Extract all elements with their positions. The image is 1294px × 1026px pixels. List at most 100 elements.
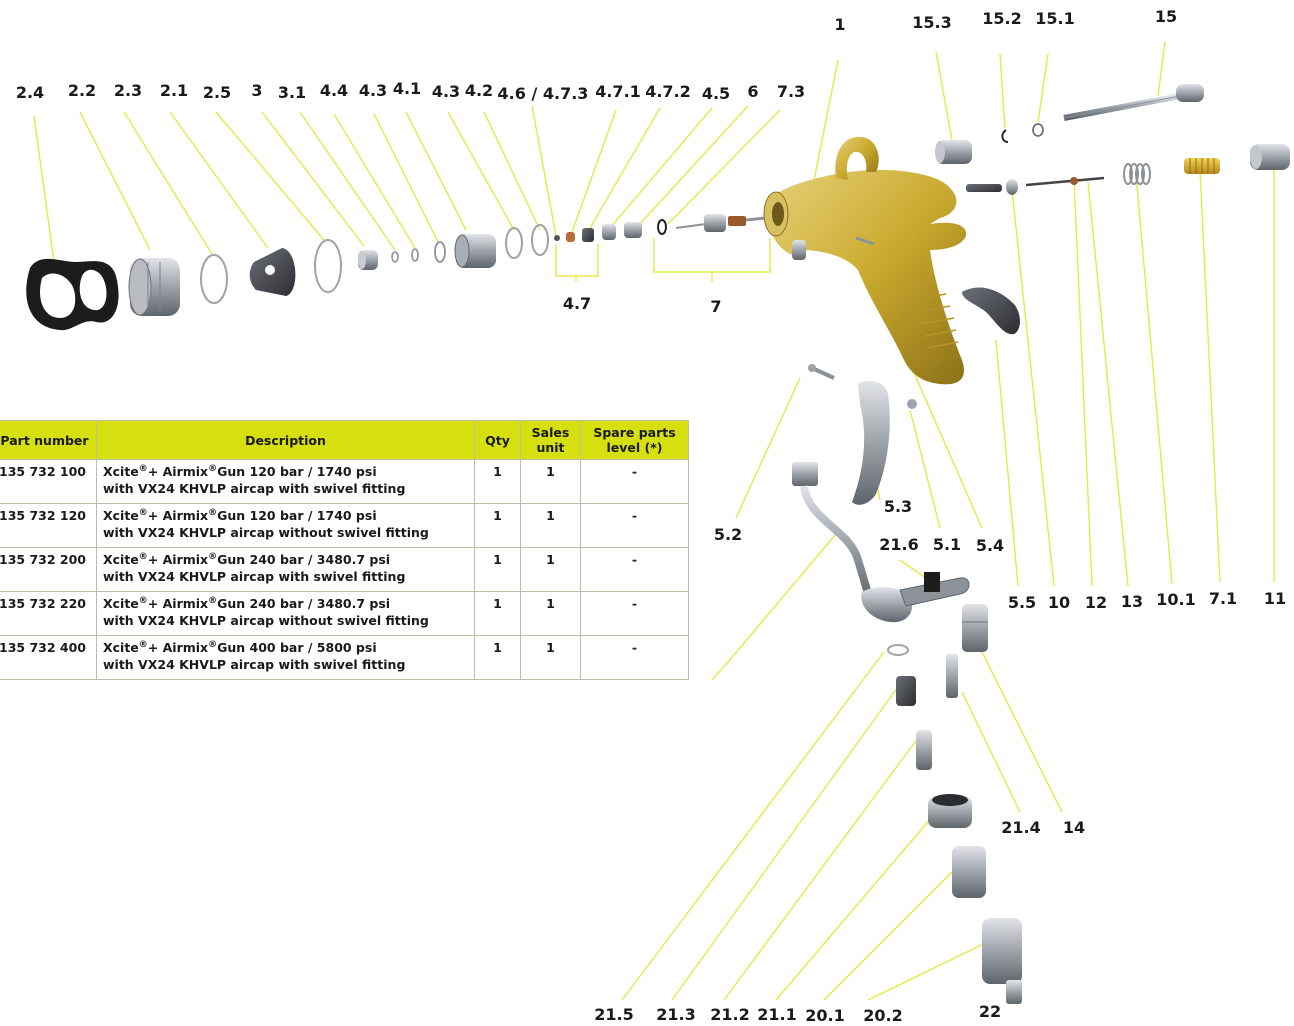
callout-5-4: 5.4 [976,536,1004,555]
part-4-7-2 [582,228,594,242]
registered-mark: ® [208,463,218,474]
cell-part-number: 135 732 200 [0,547,97,592]
cell-sales-unit: 1 [520,503,581,548]
seal-ring-7-3 [657,219,667,235]
callout-4-3b: 4.3 [432,82,460,101]
guard-ring-part [26,258,119,331]
cell-qty: 1 [474,547,521,592]
registered-mark: ® [208,507,218,518]
callout-22: 22 [979,1002,1001,1021]
callout-4-5: 4.5 [702,84,730,103]
table-row: 135 732 100 Xcite®+ Airmix®Gun 120 bar /… [0,459,689,504]
needle-12-part [1025,176,1105,187]
registered-mark: ® [208,639,218,650]
spring-13-part [1123,163,1151,185]
seal-ring-2-3 [200,254,228,304]
cell-sales-unit: 1 [520,591,581,636]
gun-body-part [763,136,967,385]
part-4-7-1 [566,232,575,242]
cell-sales-unit: 1 [520,459,581,504]
callout-7: 7 [710,297,721,316]
seal-ring-4-4 [411,248,419,262]
rod-15-part [1063,84,1204,121]
callout-21-4: 21.4 [1001,818,1040,837]
callout-13: 13 [1121,592,1143,611]
description-line1: Gun 240 bar / 3480.7 psi [217,552,391,567]
header-part-number: Part number [0,420,97,460]
callout-5-3: 5.3 [884,497,912,516]
callout-12: 12 [1085,593,1107,612]
needle-assembly-part [675,214,767,232]
callout-2-2: 2.2 [68,81,96,100]
header-sales-unit-line1: Sales [531,425,570,440]
callout-15-3: 15.3 [912,13,951,32]
cell-part-number: 135 732 400 [0,635,97,680]
cell-spare-level: - [580,591,689,636]
callout-4-1: 4.1 [393,79,421,98]
cell-qty: 1 [474,635,521,680]
callout-11: 11 [1264,589,1286,608]
callout-21-2: 21.2 [710,1005,749,1024]
sleeve-21-3-part [896,676,916,706]
brand-xcite: Xcite [103,552,139,567]
screw-5-1-part [907,399,917,409]
callout-15-1: 15.1 [1035,9,1074,28]
callout-7-3: 7.3 [777,82,805,101]
cell-qty: 1 [474,459,521,504]
fitting-20-1-part [952,846,986,898]
table-row: 135 732 120 Xcite®+ Airmix®Gun 120 bar /… [0,503,689,548]
swivel-22-part [982,918,1022,1004]
callout-4-7-1: 4.7.1 [595,82,641,101]
bracket-4-7 [555,244,599,282]
callout-21-3: 21.3 [656,1005,695,1024]
pin-5-4-part [855,236,875,246]
description-line1: Gun 120 bar / 1740 psi [217,464,377,479]
table-row: 135 732 200 Xcite®+ Airmix®Gun 240 bar /… [0,547,689,592]
header-spare-line1: Spare parts [593,425,676,440]
cell-part-number: 135 732 100 [0,459,97,504]
cell-spare-level: - [580,459,689,504]
callout-7-1: 7.1 [1209,589,1237,608]
pin-21-4-part [946,654,958,698]
part-6 [624,222,642,238]
tip-part [358,250,378,270]
cell-description: Xcite®+ Airmix®Gun 120 bar / 1740 psi wi… [96,503,475,548]
fitting-14-part [962,604,988,652]
seal-ring-4-3 [434,241,446,263]
registered-mark: ® [138,507,148,518]
cell-part-number: 135 732 120 [0,503,97,548]
brand-airmix: + Airmix [147,552,209,567]
seal-ring-4-3b [505,227,523,259]
callout-5-2: 5.2 [714,525,742,544]
registered-mark: ® [138,639,148,650]
callout-2-5: 2.5 [203,83,231,102]
callout-21-5: 21.5 [594,1005,633,1024]
table-row: 135 732 400 Xcite®+ Airmix®Gun 400 bar /… [0,635,689,680]
part-4-5 [602,224,616,240]
registered-mark: ® [138,551,148,562]
brand-airmix: + Airmix [147,640,209,655]
brand-xcite: Xcite [103,464,139,479]
description-line2: with VX24 KHVLP aircap with swivel fitti… [103,481,406,496]
callout-4-6: 4.6 / 4.7.3 [498,84,589,103]
header-description: Description [96,420,475,460]
screw-5-2-part [808,364,835,380]
brand-airmix: + Airmix [147,596,209,611]
callout-1: 1 [834,15,845,34]
clip-15-2-part [1001,129,1009,143]
bracket-21-6-part [899,572,970,607]
spring-7-1-part [1184,158,1220,174]
callout-3: 3 [251,81,262,100]
description-line2: with VX24 KHVLP aircap with swivel fitti… [103,657,406,672]
description-line2: with VX24 KHVLP aircap without swivel fi… [103,613,429,628]
cell-spare-level: - [580,635,689,680]
callout-2-3: 2.3 [114,81,142,100]
description-line1: Gun 400 bar / 5800 psi [217,640,377,655]
callout-4-7-2: 4.7.2 [645,82,691,101]
registered-mark: ® [208,595,218,606]
